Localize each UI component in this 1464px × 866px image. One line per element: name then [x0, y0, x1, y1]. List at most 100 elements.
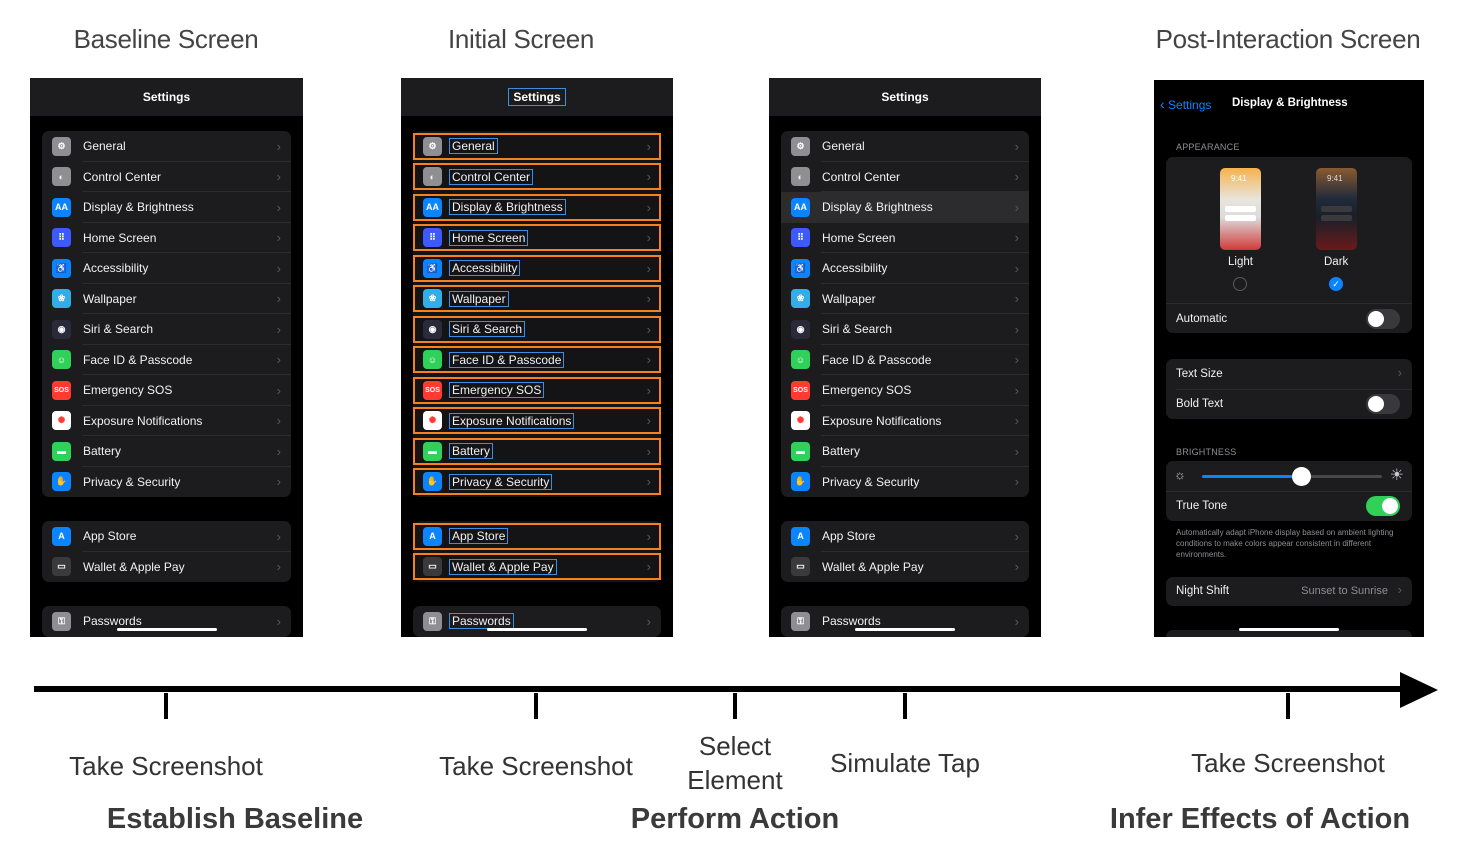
settings-row-label: Home Screen [822, 230, 896, 245]
settings-row-privacy-security[interactable]: ✋Privacy & Security› [42, 467, 291, 498]
settings-row-label: Face ID & Passcode [83, 352, 193, 367]
settings-row-battery[interactable]: ▬Battery› [42, 436, 291, 467]
settings-row-control-center[interactable]: ◐Control Center› [781, 162, 1029, 193]
settings-row-siri-search[interactable]: ◉Siri & Search› [413, 314, 661, 345]
settings-row-siri-search[interactable]: ◉Siri & Search› [42, 314, 291, 345]
settings-row-passwords[interactable]: ⚿Passwords› [781, 606, 1029, 637]
settings-row-general[interactable]: ⚙General› [42, 131, 291, 162]
settings-row-home-screen[interactable]: ⠿ Home Screen › [42, 223, 291, 254]
chevron-right-icon: › [1014, 443, 1019, 459]
chevron-right-icon: › [1014, 474, 1019, 490]
bold-text-toggle[interactable] [1366, 394, 1400, 414]
chevron-right-icon: › [276, 474, 281, 490]
settings-header: Settings [769, 78, 1041, 116]
hand-icon: ✋ [52, 472, 71, 492]
settings-row-general[interactable]: ⚙General› [413, 131, 661, 162]
settings-row-control-center[interactable]: ◐Control Center› [413, 162, 661, 193]
step-select-element-line2: Element [687, 765, 783, 795]
settings-row-passwords[interactable]: ⚿Passwords› [413, 606, 661, 637]
timeline-tick [534, 693, 538, 719]
settings-row-wallpaper[interactable]: ❀Wallpaper› [781, 284, 1029, 315]
settings-row-label: Home Screen [83, 230, 157, 245]
timeline-tick [164, 693, 168, 719]
settings-row-exposure-notifications[interactable]: ✺Exposure Notifications› [413, 406, 661, 437]
settings-row-wallpaper[interactable]: ❀Wallpaper› [42, 284, 291, 315]
light-label: Light [1228, 256, 1253, 268]
settings-row-label: Accessibility [448, 260, 521, 277]
hand-icon: ✋ [791, 472, 810, 492]
chevron-right-icon: › [1014, 169, 1019, 185]
light-radio[interactable] [1233, 277, 1247, 291]
settings-row-wallet-apple-pay[interactable]: ▭Wallet & Apple Pay› [781, 552, 1029, 583]
settings-row-accessibility[interactable]: ♿Accessibility› [413, 253, 661, 284]
home-grid-icon: ⠿ [52, 228, 71, 248]
settings-row-privacy-security[interactable]: ✋Privacy & Security› [781, 467, 1029, 498]
sun-large-icon: ☀ [1389, 467, 1404, 484]
true-tone-toggle[interactable] [1366, 496, 1400, 516]
settings-group: ⚿Passwords› [42, 606, 291, 637]
settings-row-wallet-apple-pay[interactable]: ▭Wallet & Apple Pay› [42, 552, 291, 583]
night-shift-row[interactable]: Night Shift Sunset to Sunrise › [1166, 577, 1412, 606]
automatic-toggle[interactable] [1366, 309, 1400, 329]
phase-perform-action: Perform Action [630, 803, 840, 835]
chevron-left-icon: ‹ [1160, 96, 1165, 112]
element-bounding-box [413, 224, 661, 251]
settings-row-wallpaper[interactable]: ❀Wallpaper› [413, 284, 661, 315]
settings-row-label: Battery [448, 443, 494, 460]
brightness-slider-knob[interactable] [1292, 467, 1311, 486]
settings-header: Settings [401, 78, 673, 116]
settings-row-face-id-passcode[interactable]: ☺Face ID & Passcode› [781, 345, 1029, 376]
gear-icon: ⚙ [423, 136, 442, 156]
settings-title: Settings [142, 90, 191, 104]
sos-icon: SOS [423, 380, 442, 400]
chevron-right-icon: › [276, 230, 281, 246]
settings-row-siri-search[interactable]: ◉Siri & Search› [781, 314, 1029, 345]
settings-row-exposure-notifications[interactable]: ✺Exposure Notifications› [42, 406, 291, 437]
light-mode-preview[interactable]: 9:41 [1220, 168, 1261, 250]
element-bounding-box [413, 285, 661, 312]
gear-icon: ⚙ [52, 136, 71, 156]
settings-row-home-screen[interactable]: ⠿Home Screen› [781, 223, 1029, 254]
settings-row-label: Accessibility [822, 261, 888, 276]
settings-row-general[interactable]: ⚙General› [781, 131, 1029, 162]
settings-row-accessibility[interactable]: ♿Accessibility› [42, 253, 291, 284]
display-aa-icon: AA [791, 197, 810, 217]
step-simulate-tap: Simulate Tap [830, 748, 980, 778]
dark-radio-checked[interactable]: ✓ [1329, 277, 1343, 291]
dark-mode-preview[interactable]: 9:41 [1316, 168, 1357, 250]
settings-row-battery[interactable]: ▬Battery› [781, 436, 1029, 467]
chevron-right-icon: › [1014, 352, 1019, 368]
key-icon: ⚿ [791, 611, 810, 631]
appearance-group: 9:41 Light 9:41 Dark ✓ Automatic [1166, 157, 1412, 333]
exposure-icon: ✺ [52, 411, 71, 431]
settings-row-passwords[interactable]: ⚿Passwords› [42, 606, 291, 637]
element-bounding-box [413, 553, 661, 580]
settings-row-battery[interactable]: ▬Battery› [413, 436, 661, 467]
settings-row-label: Exposure Notifications [822, 413, 942, 428]
settings-row-control-center[interactable]: ◐Control Center› [42, 162, 291, 193]
brightness-slider[interactable] [1202, 467, 1382, 486]
settings-row-exposure-notifications[interactable]: ✺Exposure Notifications› [781, 406, 1029, 437]
settings-row-face-id-passcode[interactable]: ☺Face ID & Passcode› [42, 345, 291, 376]
step-baseline-take-screenshot: Take Screenshot [69, 751, 263, 781]
chevron-right-icon: › [1014, 199, 1019, 215]
appearance-header: APPEARANCE [1176, 142, 1240, 152]
settings-row-home-screen[interactable]: ⠿Home Screen› [413, 223, 661, 254]
settings-row-privacy-security[interactable]: ✋Privacy & Security› [413, 467, 661, 498]
gear-icon: ⚙ [791, 136, 810, 156]
settings-row-wallet-apple-pay[interactable]: ▭Wallet & Apple Pay› [413, 552, 661, 583]
chevron-right-icon: › [646, 559, 651, 575]
settings-row-accessibility[interactable]: ♿Accessibility› [781, 253, 1029, 284]
settings-row-face-id-passcode[interactable]: ☺Face ID & Passcode› [413, 345, 661, 376]
back-button[interactable]: ‹ Settings [1160, 96, 1211, 112]
